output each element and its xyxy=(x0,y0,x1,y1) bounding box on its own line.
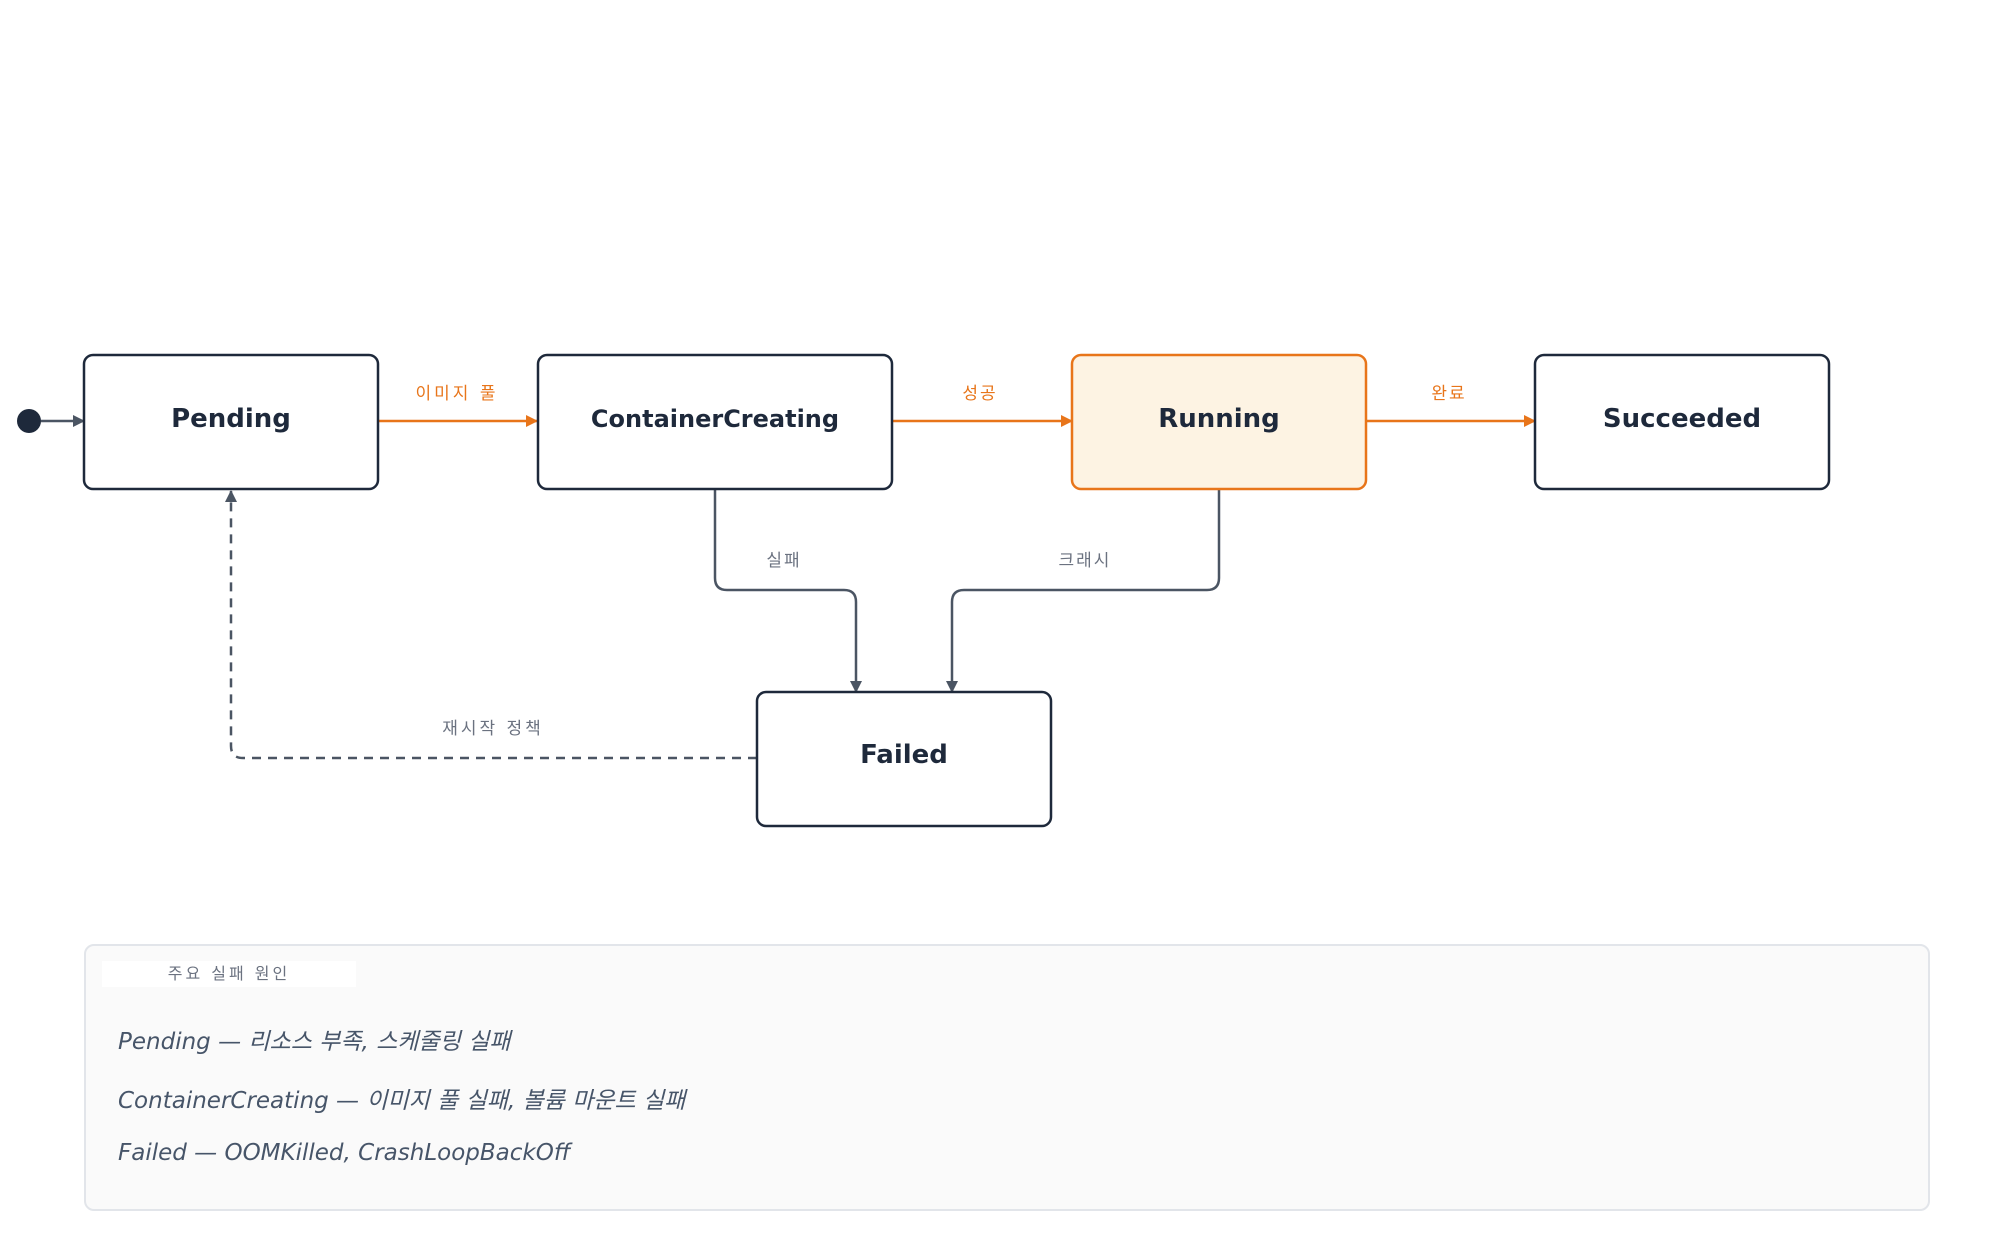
note-title: 주요 실패 원인 xyxy=(102,961,356,987)
state-node-containercreating[interactable]: ContainerCreating xyxy=(536,353,894,491)
state-label-succeeded: Succeeded xyxy=(1603,404,1761,434)
initial-state-dot xyxy=(17,409,41,433)
note-line-pending: Pending — 리소스 부족, 스케줄링 실패 xyxy=(118,1029,511,1055)
edge-label-crash: 크래시 xyxy=(1059,551,1112,571)
failure-causes-note: 주요 실패 원인 Pending — 리소스 부족, 스케줄링 실패 Conta… xyxy=(84,944,1930,1211)
edge-label-restart-policy: 재시작 정책 xyxy=(442,719,544,739)
edge-label-fail: 실패 xyxy=(766,551,801,571)
edge-label-image-pull: 이미지 풀 xyxy=(416,384,499,404)
state-node-running[interactable]: Running xyxy=(1070,353,1368,491)
state-label-running: Running xyxy=(1158,404,1280,434)
state-diagram: 이미지 풀 성공 완료 실패 크래시 재시작 정책 Pending Contai… xyxy=(17,353,1831,828)
state-label-containercreating: ContainerCreating xyxy=(591,405,839,433)
state-node-pending[interactable]: Pending xyxy=(82,353,380,491)
edge-containercreating-to-failed xyxy=(713,489,862,693)
state-label-pending: Pending xyxy=(171,404,291,434)
note-line-failed: Failed — OOMKilled, CrashLoopBackOff xyxy=(118,1140,571,1166)
state-label-failed: Failed xyxy=(860,740,948,770)
state-node-succeeded[interactable]: Succeeded xyxy=(1533,353,1831,491)
note-line-containercreating: ContainerCreating — 이미지 풀 실패, 볼륨 마운트 실패 xyxy=(118,1088,686,1114)
edge-failed-to-pending-restart xyxy=(225,490,757,760)
edge-label-complete: 완료 xyxy=(1431,384,1466,404)
edge-running-to-failed xyxy=(946,489,1221,693)
state-node-failed[interactable]: Failed xyxy=(755,690,1053,828)
edge-label-success: 성공 xyxy=(962,384,997,404)
